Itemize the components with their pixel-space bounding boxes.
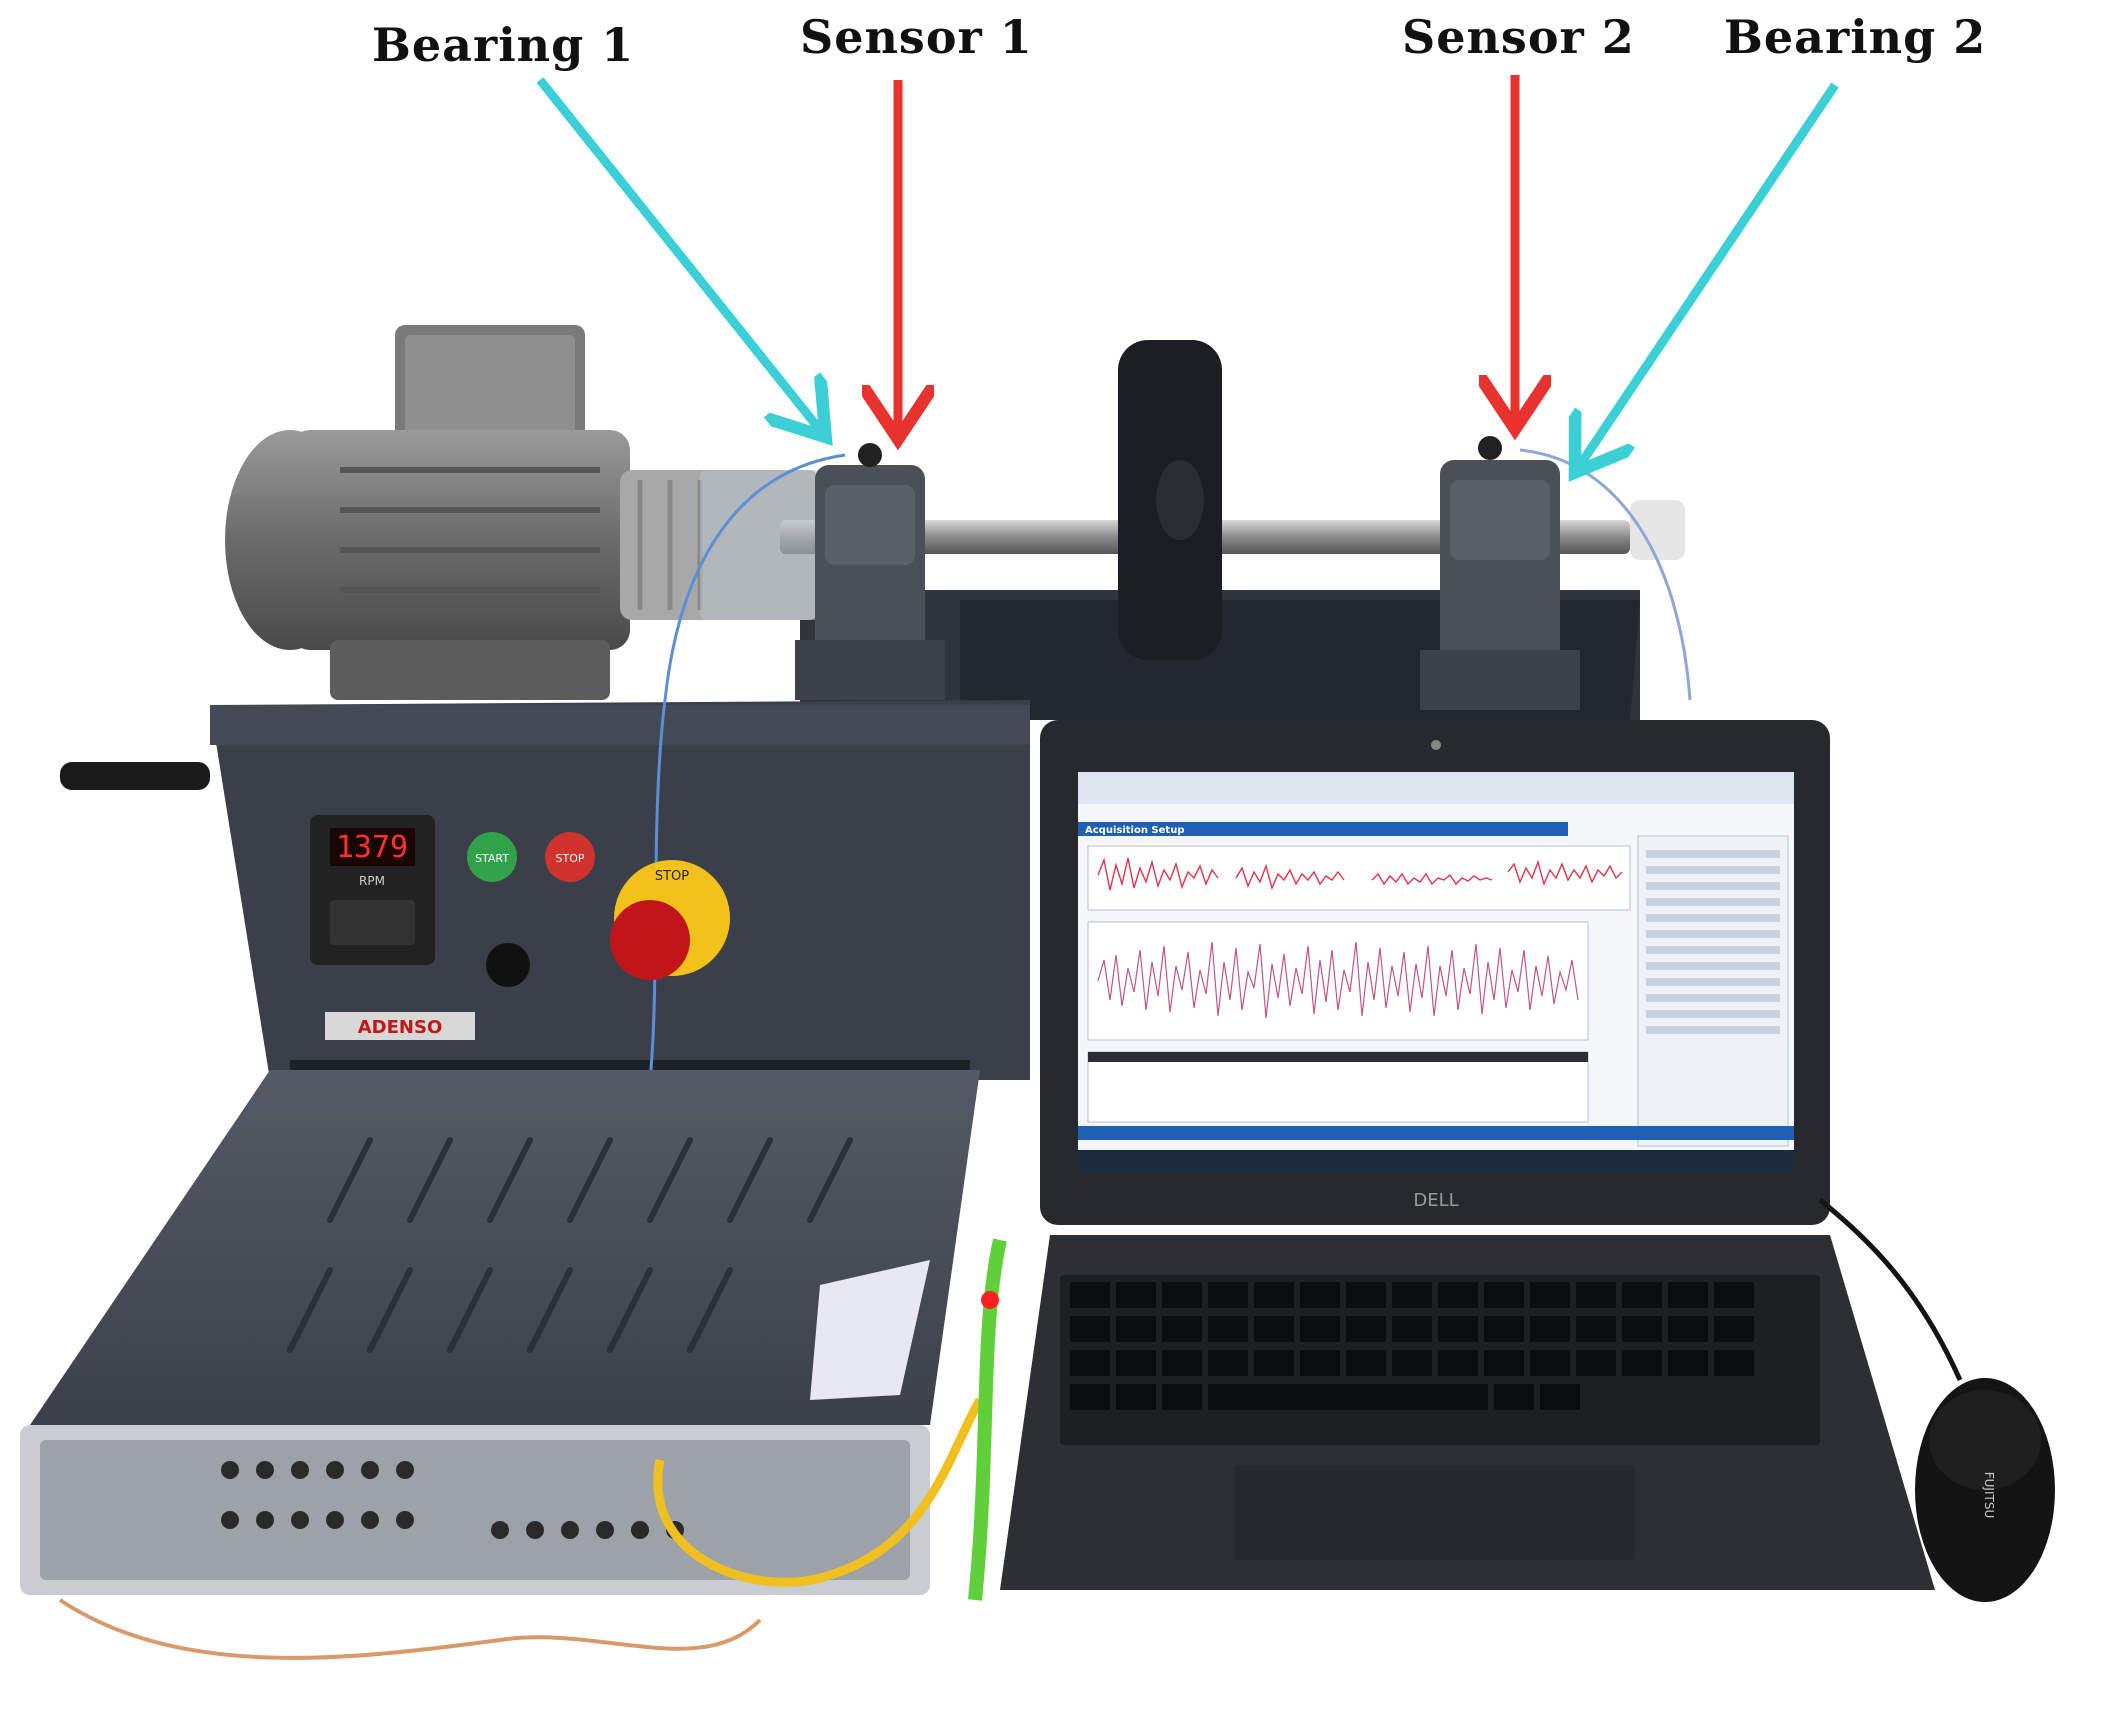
mouse-brand: FUJITSU — [1982, 1472, 1996, 1519]
stop-button-label: STOP — [556, 852, 585, 865]
stop-button[interactable] — [545, 832, 595, 882]
signal-4 — [1507, 859, 1623, 887]
electric-motor — [225, 325, 820, 700]
bearing-2-arrow — [1580, 82, 1839, 465]
rpm-unit: RPM — [359, 874, 385, 888]
sensor-2-label: Sensor 2 — [1402, 10, 1635, 64]
rpm-display — [330, 828, 415, 866]
signal-main — [1097, 941, 1579, 1019]
laptop-screen: Acquisition Setup — [1078, 772, 1794, 1172]
sensor-1-label: Sensor 1 — [800, 10, 1033, 64]
emergency-stop-label: STOP — [655, 869, 689, 884]
rotor-disc — [1118, 340, 1222, 660]
rotor-assembly — [700, 340, 1685, 710]
bearing-2-housing — [1420, 436, 1580, 710]
key-switch[interactable] — [486, 943, 530, 987]
taskbar — [1078, 1150, 1794, 1172]
emergency-stop-button[interactable] — [610, 900, 690, 980]
bearing-1-arrow — [536, 77, 820, 430]
bearing-1-housing — [795, 443, 945, 700]
keyboard — [1060, 1275, 1820, 1445]
control-panel: 1379 RPM START STOP STOP ADENSO — [310, 815, 730, 1040]
signal-1 — [1097, 857, 1219, 891]
laptop: Acquisition Setup — [1000, 720, 1935, 1590]
touchpad[interactable] — [1235, 1465, 1635, 1560]
brand-plate — [325, 1012, 475, 1040]
sensor-2-cable — [1519, 448, 1692, 701]
wire-bundle — [58, 1598, 762, 1660]
start-button[interactable] — [467, 832, 517, 882]
mouse-cable — [1818, 1198, 1963, 1382]
data-acquisition-unit — [20, 1070, 980, 1595]
brand-label: ADENSO — [358, 1017, 443, 1038]
laptop-brand: DELL — [1413, 1190, 1458, 1211]
start-button-label: START — [475, 852, 509, 865]
status-led — [981, 1291, 999, 1309]
bearing-1-label: Bearing 1 — [372, 18, 635, 72]
app-title-bar — [1078, 822, 1568, 836]
signal-3 — [1371, 872, 1493, 886]
webcam — [1431, 740, 1441, 750]
bearing-2-label: Bearing 2 — [1724, 10, 1987, 64]
app-title: Acquisition Setup — [1085, 825, 1184, 836]
mouse[interactable]: FUJITSU — [1915, 1378, 2055, 1602]
signal-2 — [1235, 863, 1345, 891]
ethernet-cable — [653, 1397, 984, 1587]
lanyard — [968, 1238, 1007, 1601]
rpm-value: 1379 — [336, 830, 408, 865]
